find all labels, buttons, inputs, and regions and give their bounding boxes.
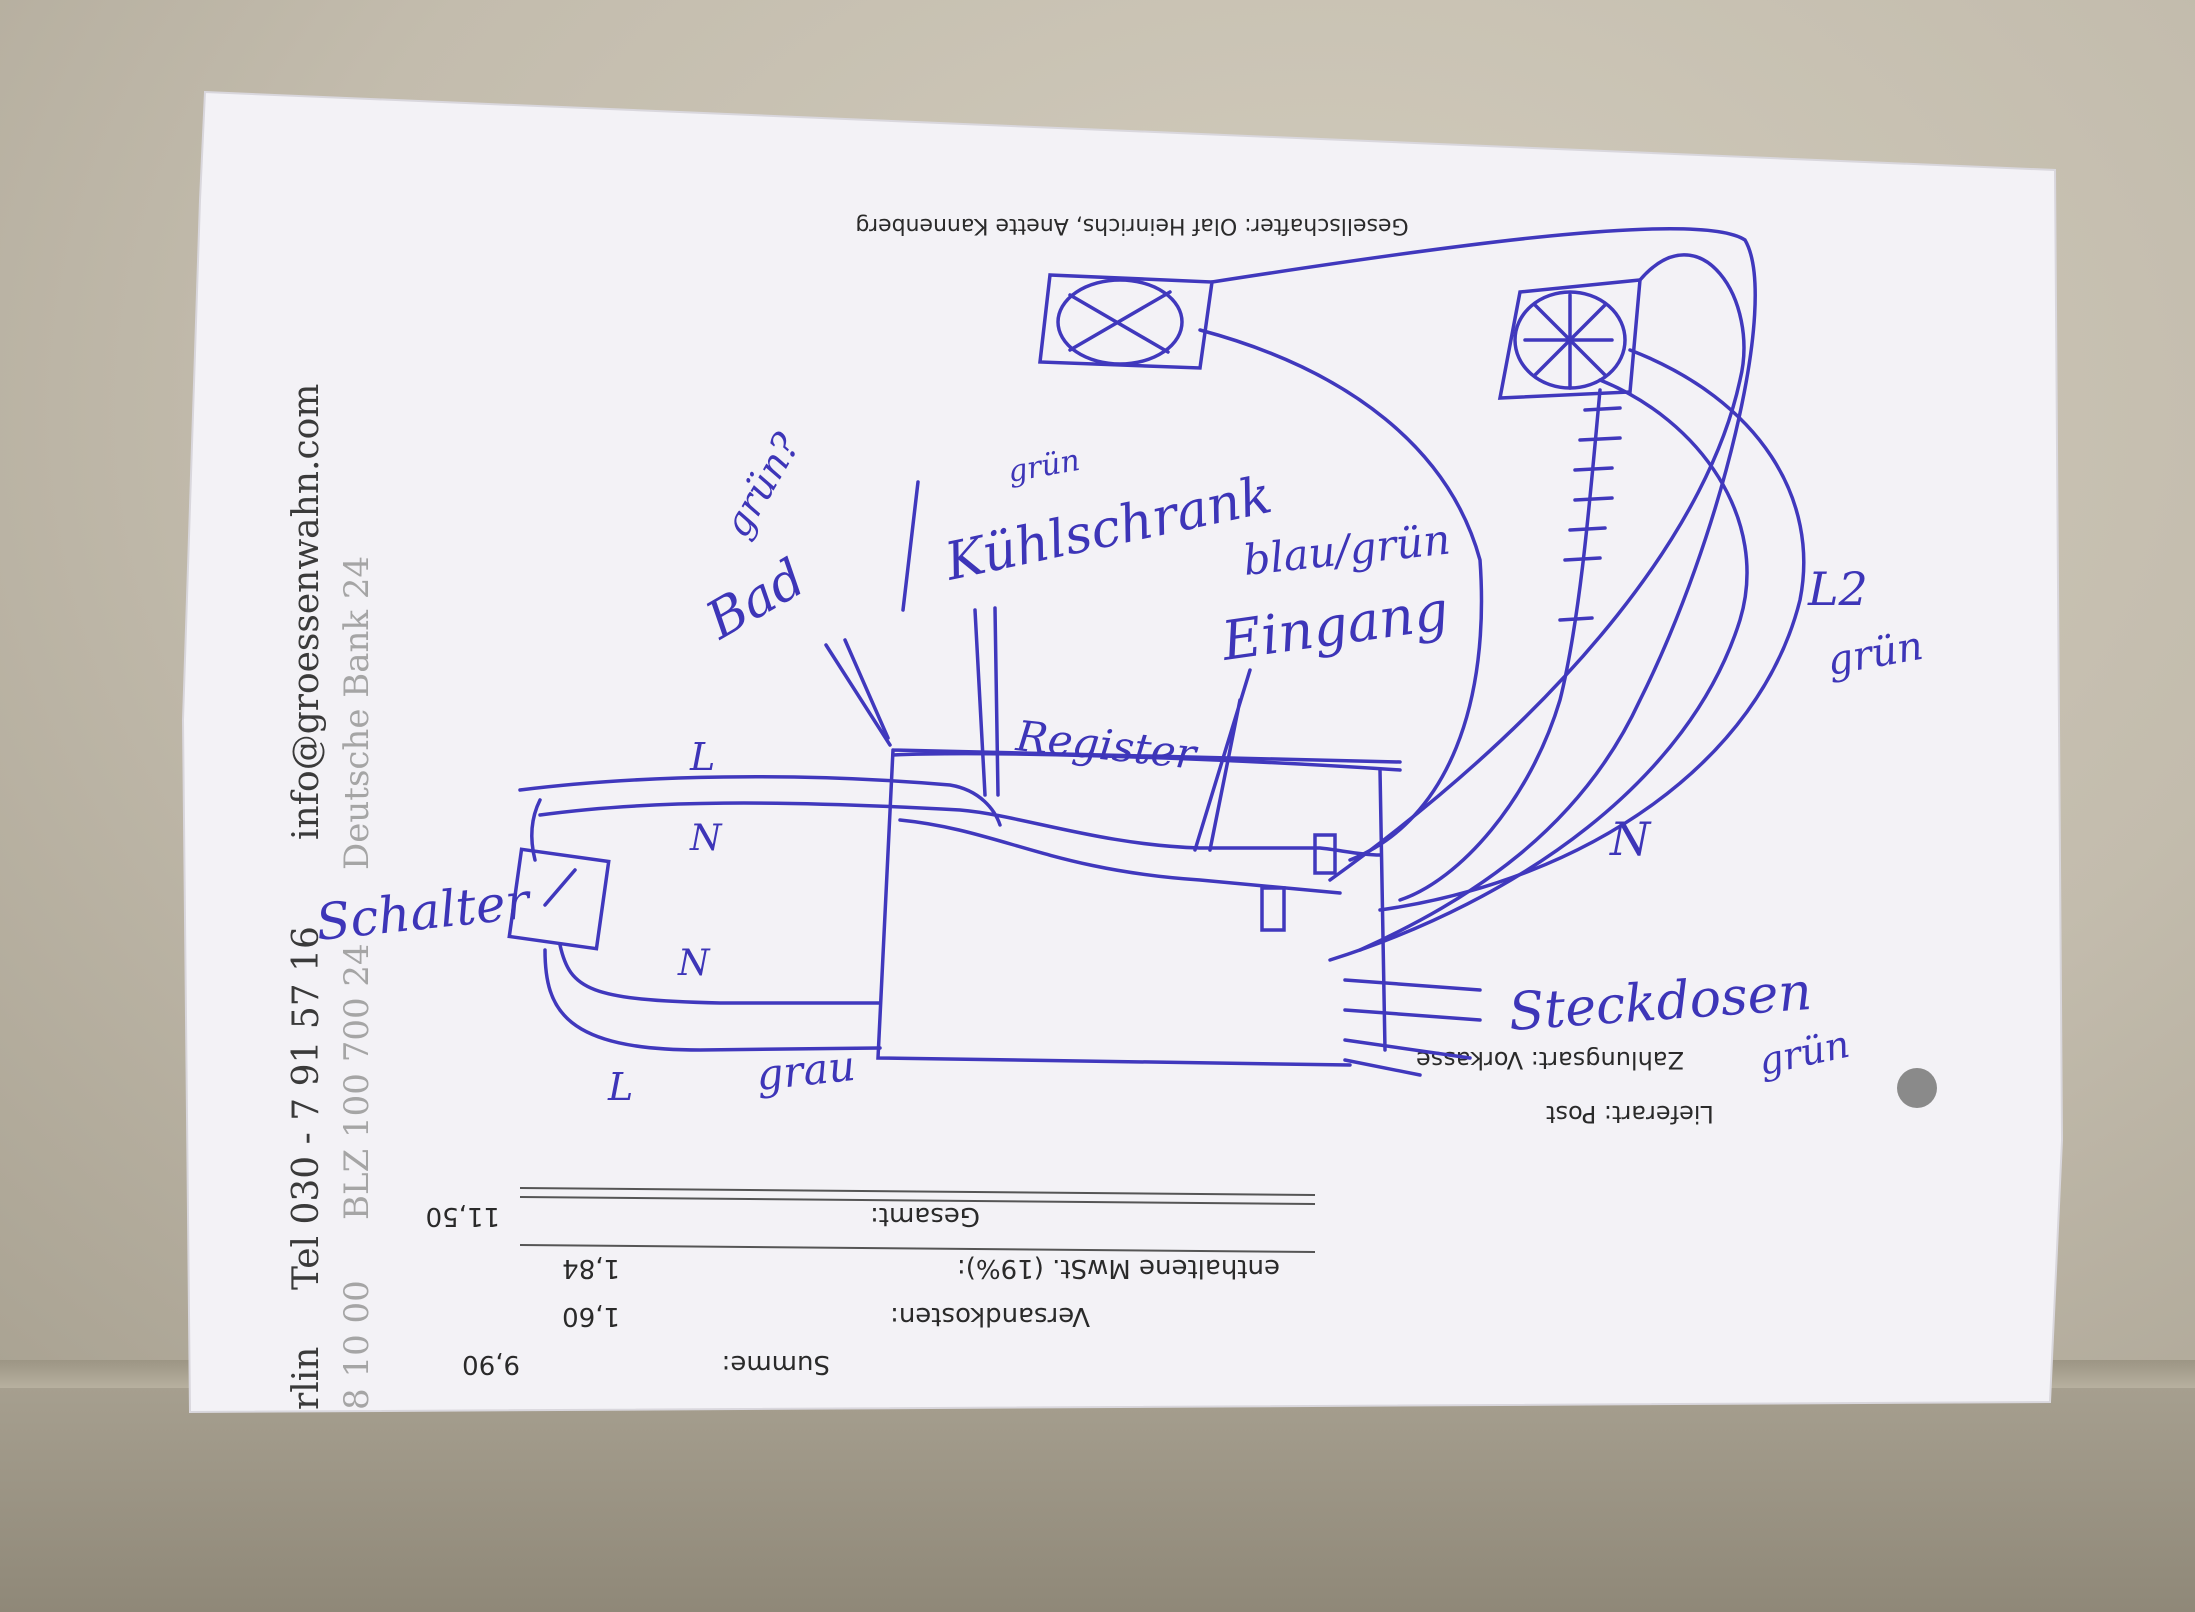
label-l-top: L bbox=[689, 735, 715, 779]
table-row-label: enthaltene MwSt. (19%): bbox=[957, 1253, 1280, 1283]
label-n-mid: N bbox=[677, 943, 711, 984]
lamp-housing bbox=[1038, 273, 1214, 370]
zahlungsart-text: Zahlungsart: Vorkasse bbox=[1416, 1046, 1684, 1074]
table-row-value: 1,84 bbox=[562, 1253, 620, 1283]
floor bbox=[0, 1388, 2195, 1612]
letterhead-blz: BLZ 100 700 24 bbox=[337, 943, 377, 1220]
lamp-icon bbox=[1056, 278, 1184, 366]
table-row-label: Gesamt: bbox=[870, 1201, 980, 1231]
label-grau: grau bbox=[754, 1041, 858, 1100]
punch-hole bbox=[1897, 1068, 1937, 1108]
paper-sheet bbox=[181, 90, 2064, 1414]
label-n-right: N bbox=[1609, 812, 1652, 866]
letterhead-email: info@groessenwahn.com bbox=[286, 384, 327, 840]
letterhead-bank: Deutsche Bank 24 bbox=[337, 556, 377, 870]
switch-box bbox=[507, 847, 611, 951]
table-row-value: 9,90 bbox=[462, 1349, 520, 1379]
table-rule bbox=[519, 1196, 1316, 1205]
label-n-top: N bbox=[689, 818, 723, 859]
lieferart-text: Lieferart: Post bbox=[1546, 1100, 1714, 1128]
table-row-label: Versandkosten: bbox=[890, 1301, 1090, 1331]
label-l-bottom: L bbox=[607, 1065, 633, 1109]
table-row-value: 1,60 bbox=[562, 1301, 620, 1331]
gesellschafter-text: Gesellschafter: Olaf Heinrichs, Anette K… bbox=[855, 213, 1408, 238]
letterhead-city: rlin bbox=[286, 1347, 327, 1410]
letterhead-line2: 8 10 00 BLZ 100 700 24 Deutsche Bank 24 bbox=[337, 556, 377, 1410]
table-row-value: 11,50 bbox=[426, 1201, 500, 1231]
lamp-housing bbox=[1497, 278, 1642, 400]
table-row-label: Summe: bbox=[722, 1349, 830, 1379]
label-l2: L2 bbox=[1807, 562, 1868, 616]
letterhead-kto: 8 10 00 bbox=[337, 1280, 377, 1410]
letterhead-line1: rlin Tel 030 - 7 91 57 16 info@groessenw… bbox=[286, 384, 327, 1410]
letterhead-tel: Tel 030 - 7 91 57 16 bbox=[286, 926, 327, 1290]
table-rule bbox=[519, 1187, 1316, 1196]
table-rule bbox=[519, 1244, 1316, 1253]
wiring-diagram bbox=[507, 226, 1806, 1077]
